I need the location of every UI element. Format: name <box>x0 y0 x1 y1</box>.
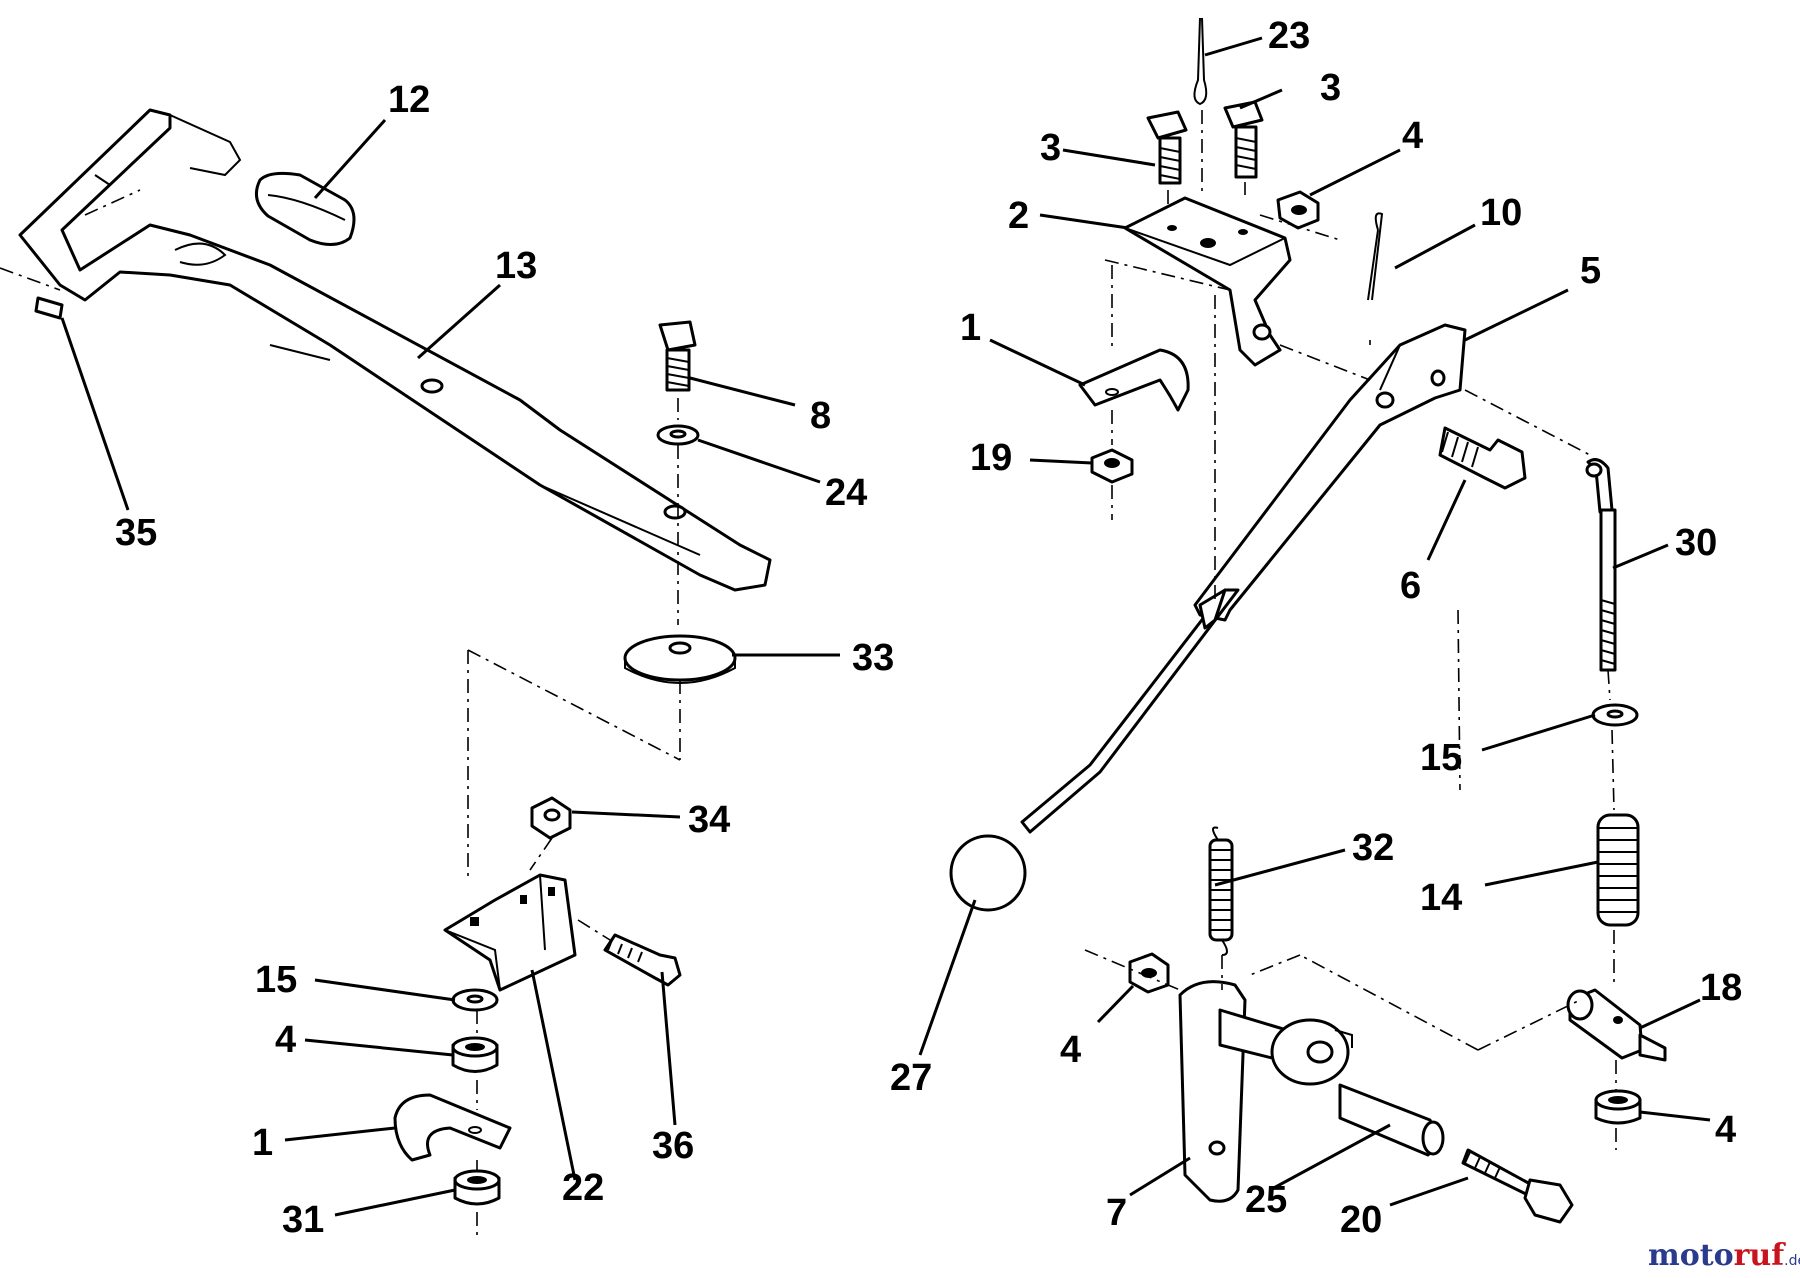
nut-part-34 <box>530 796 572 840</box>
callout-15-right: 15 <box>1420 737 1462 779</box>
washer-part-24 <box>656 424 700 446</box>
bracket-part-22 <box>443 873 577 992</box>
motoruf-watermark: motoruf.de <box>1648 1238 1800 1273</box>
washer-part-15-left <box>451 988 499 1012</box>
shift-lever-part-5 <box>1020 323 1467 834</box>
callout-19: 19 <box>970 437 1012 479</box>
callout-18: 18 <box>1700 967 1742 1009</box>
callout-30: 30 <box>1675 522 1717 564</box>
grip-part-12 <box>254 171 356 246</box>
callout-35: 35 <box>115 512 157 554</box>
callout-labels: 23 3 3 4 2 10 5 1 19 6 30 15 32 14 18 4 … <box>115 15 1742 1241</box>
callout-13: 13 <box>495 245 537 287</box>
nut-part-4-top <box>1276 190 1320 230</box>
clip-part-1-right <box>1078 348 1190 412</box>
callout-4-bottom-right: 4 <box>1715 1109 1736 1151</box>
callout-24: 24 <box>825 472 867 514</box>
watermark-ruf: ruf <box>1734 1238 1787 1273</box>
right-assembly-axis-lines <box>1084 110 1617 1150</box>
bolt-part-36 <box>603 933 682 987</box>
lift-lever-part-13 <box>18 108 772 592</box>
callout-22: 22 <box>562 1167 604 1209</box>
callout-5: 5 <box>1580 250 1601 292</box>
callout-7: 7 <box>1106 1192 1127 1234</box>
callout-27: 27 <box>890 1057 932 1099</box>
bracket-part-2 <box>1123 196 1292 367</box>
callout-1-right: 1 <box>960 307 981 349</box>
nut-part-4-left <box>451 1036 499 1073</box>
callout-3-left: 3 <box>1040 127 1061 169</box>
watermark-moto: moto <box>1648 1238 1734 1273</box>
spring-part-32 <box>1208 826 1234 956</box>
pin-part-35 <box>34 296 64 320</box>
callout-34: 34 <box>688 799 730 841</box>
washer-part-33 <box>623 634 737 684</box>
bolt-part-8 <box>658 320 697 392</box>
callout-25: 25 <box>1245 1179 1287 1221</box>
bolt-part-3-right <box>1223 100 1264 179</box>
callout-3-right: 3 <box>1320 67 1341 109</box>
callout-15-left: 15 <box>255 959 297 1001</box>
nut-part-19 <box>1090 448 1134 484</box>
callout-20: 20 <box>1340 1199 1382 1241</box>
callout-31: 31 <box>282 1199 324 1241</box>
clip-part-1-left <box>393 1093 512 1162</box>
shaft-part-25 <box>1218 1008 1445 1157</box>
bolt-part-3-left <box>1146 110 1188 185</box>
bolt-part-20 <box>1461 1148 1574 1224</box>
callout-23: 23 <box>1268 15 1310 57</box>
pivot-pin-part-18 <box>1566 988 1667 1062</box>
left-assembly-axis-lines <box>0 189 681 1240</box>
nut-part-4-bottom-right <box>1594 1089 1642 1125</box>
bolt-part-6 <box>1438 426 1527 490</box>
callout-14: 14 <box>1420 877 1462 919</box>
callout-6: 6 <box>1400 565 1421 607</box>
callout-1-left: 1 <box>252 1122 273 1164</box>
callout-12: 12 <box>388 79 430 121</box>
callout-4-top: 4 <box>1402 115 1423 157</box>
spring-part-14 <box>1596 813 1640 927</box>
nut-part-4-mid <box>1128 952 1170 994</box>
cotter-pin-part-23 <box>1193 17 1208 106</box>
callout-32: 32 <box>1352 827 1394 869</box>
cotter-pin-part-10 <box>1367 212 1384 301</box>
washer-part-15-right <box>1591 703 1639 727</box>
callout-33: 33 <box>852 637 894 679</box>
callout-36: 36 <box>652 1125 694 1167</box>
watermark-suffix: .de <box>1784 1253 1800 1269</box>
nut-part-31 <box>453 1169 501 1206</box>
callout-2: 2 <box>1008 195 1029 237</box>
leader-lines <box>60 36 1711 1217</box>
rod-part-30 <box>1585 458 1617 672</box>
knob-part-27 <box>949 834 1027 912</box>
watermark-text: motoruf.de <box>1648 1238 1800 1273</box>
callout-10: 10 <box>1480 192 1522 234</box>
callout-8: 8 <box>810 395 831 437</box>
callout-4-left: 4 <box>275 1019 296 1061</box>
callout-4-mid: 4 <box>1060 1029 1081 1071</box>
